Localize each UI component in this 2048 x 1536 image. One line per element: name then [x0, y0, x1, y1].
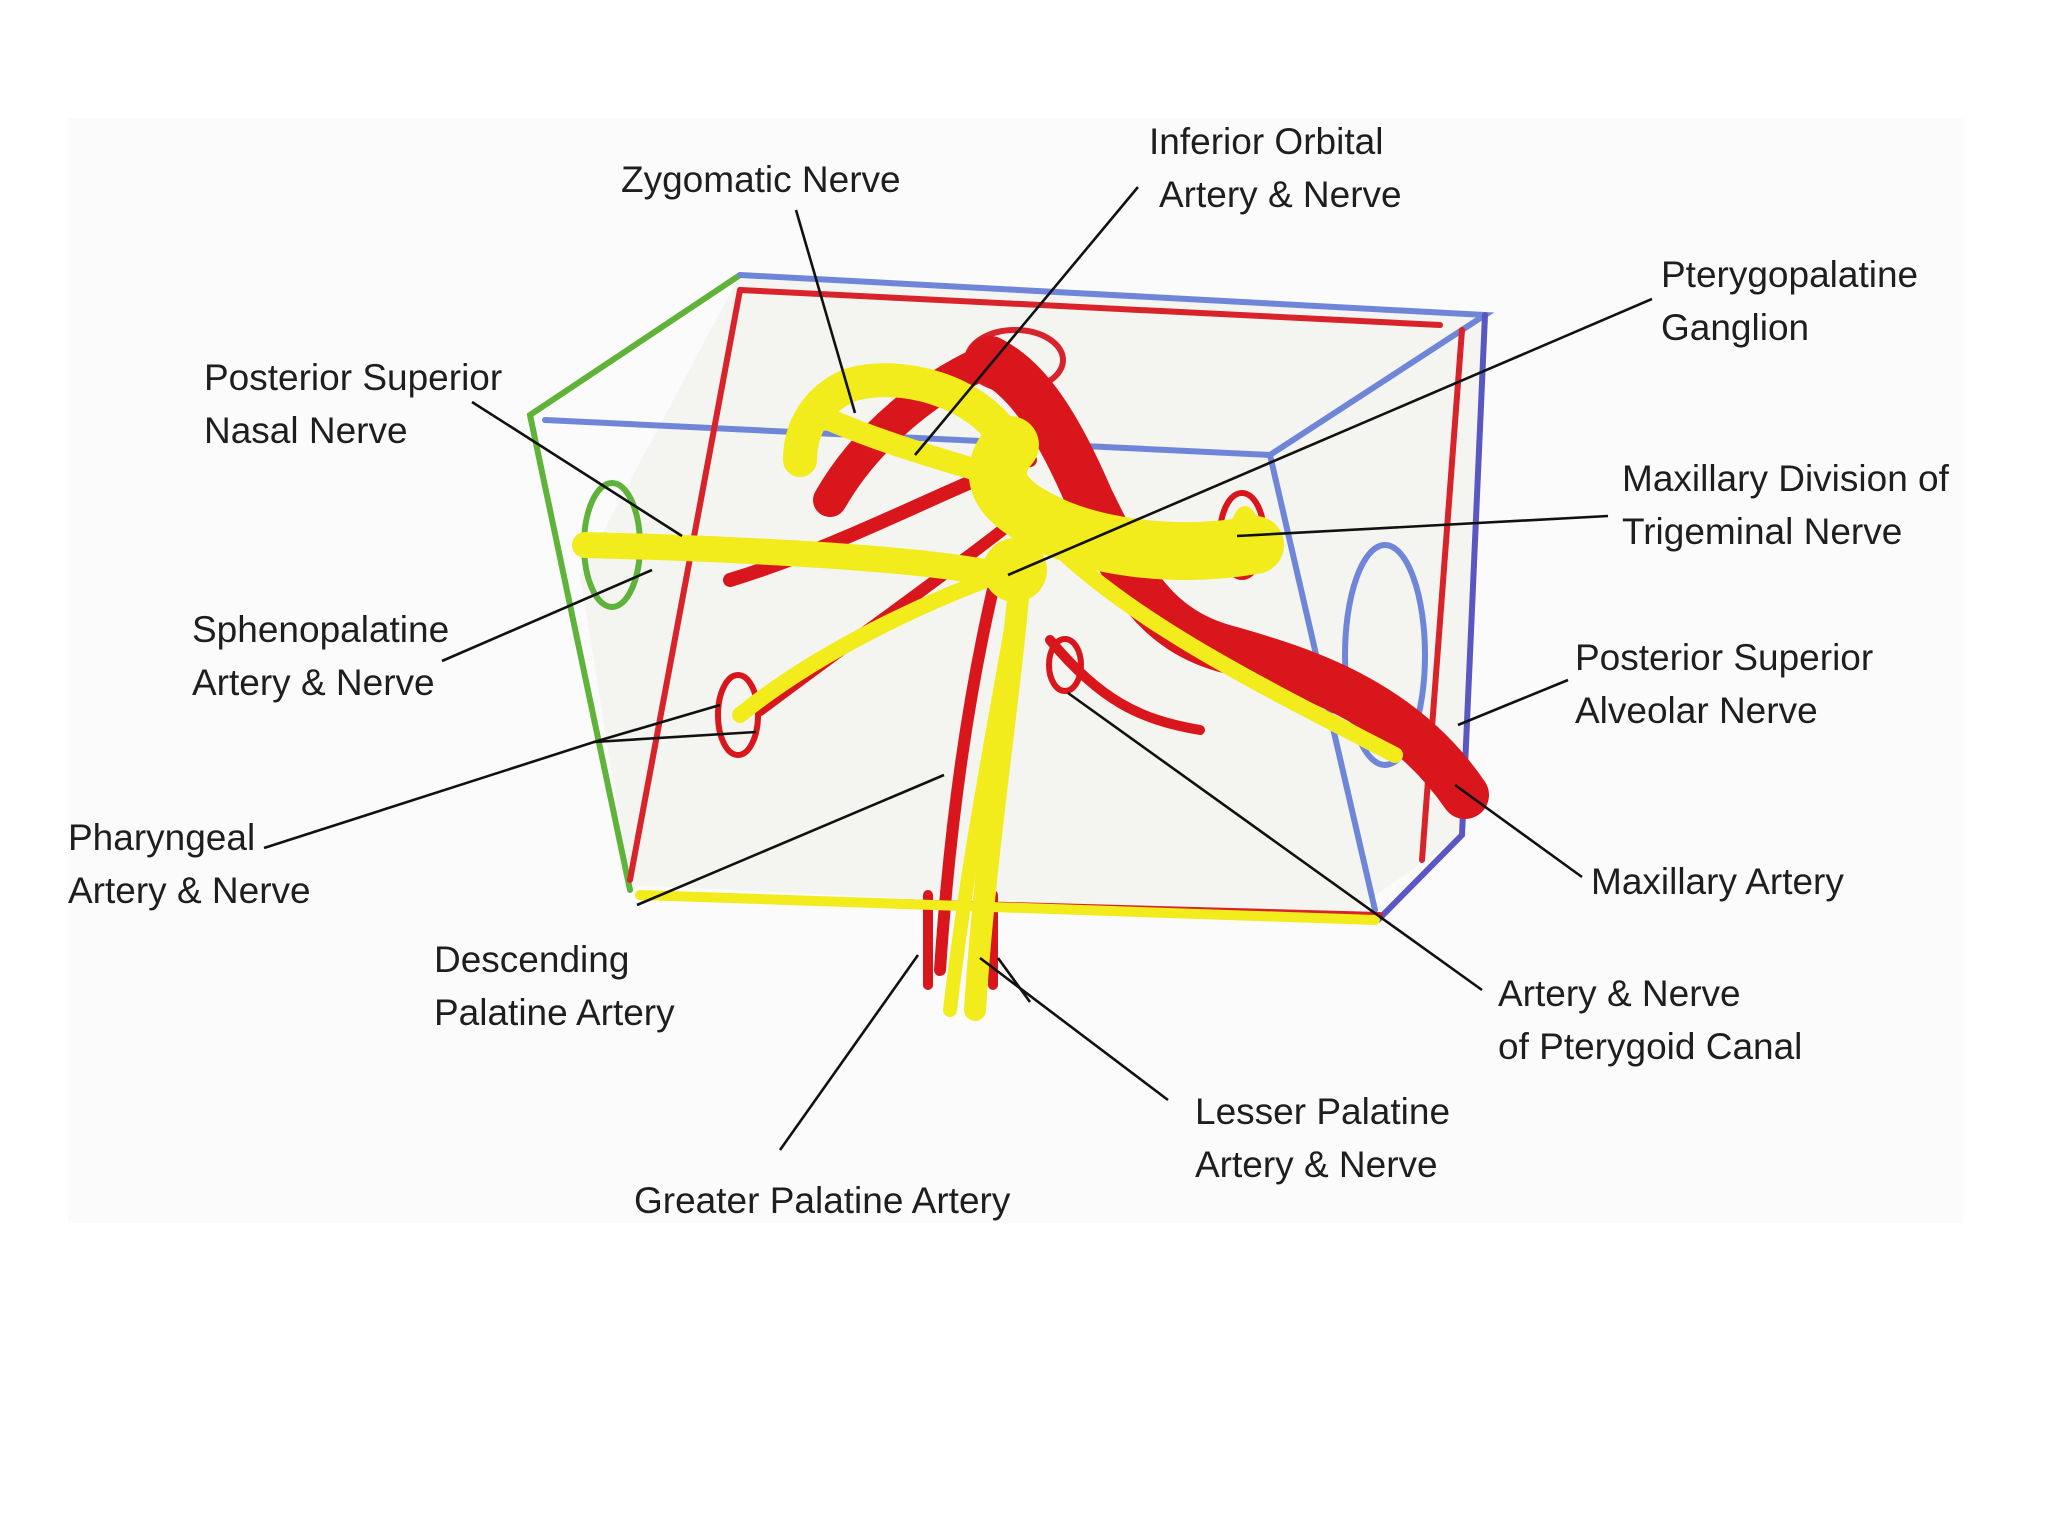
- leader-pterygoid-canal: [1067, 691, 1483, 992]
- leader-greater-palatine: [778, 954, 920, 1151]
- label-line: Artery & Nerve: [68, 870, 311, 911]
- label-line: of Pterygoid Canal: [1498, 1026, 1803, 1067]
- leader-posterior-superior-alveolar: [1457, 678, 1569, 727]
- label-posterior-superior-alveolar: Posterior Superior Alveolar Nerve: [1575, 631, 1873, 737]
- label-line: Inferior Orbital: [1149, 121, 1384, 162]
- label-sphenopalatine: Sphenopalatine Artery & Nerve: [192, 603, 449, 709]
- leader-descending-palatine: [636, 773, 945, 907]
- label-line: Alveolar Nerve: [1575, 690, 1818, 731]
- label-pterygoid-canal: Artery & Nerve of Pterygoid Canal: [1498, 967, 1802, 1073]
- box-right-face: [1375, 312, 1488, 923]
- leader-inferior-orbital: [914, 186, 1139, 456]
- label-line: Artery & Nerve: [1195, 1144, 1438, 1185]
- leader-lesser-palatine-branch: [996, 957, 1032, 1003]
- label-line: Nasal Nerve: [204, 410, 408, 451]
- label-pharyngeal: Pharyngeal Artery & Nerve: [68, 811, 311, 917]
- label-pterygopalatine-ganglion: Pterygopalatine Ganglion: [1661, 248, 1918, 354]
- label-line: Trigeminal Nerve: [1622, 511, 1903, 552]
- label-greater-palatine: Greater Palatine Artery: [634, 1174, 1010, 1227]
- label-posterior-superior-nasal: Posterior Superior Nasal Nerve: [204, 351, 502, 457]
- label-line: Sphenopalatine: [192, 609, 450, 650]
- label-line: Maxillary Artery: [1591, 861, 1844, 902]
- label-inferior-orbital: Inferior Orbital Artery & Nerve: [1149, 115, 1402, 221]
- label-maxillary-artery: Maxillary Artery: [1591, 855, 1844, 908]
- leader-posterior-superior-nasal: [471, 400, 683, 538]
- leader-lesser-palatine: [979, 956, 1169, 1102]
- leader-maxillary-artery: [1454, 783, 1583, 879]
- label-line: Posterior Superior: [1575, 637, 1874, 678]
- label-line: Greater Palatine Artery: [634, 1180, 1011, 1221]
- leader-sphenopalatine: [441, 568, 653, 663]
- label-line: Artery & Nerve: [1159, 174, 1402, 215]
- nerves-drawing: [572, 363, 1403, 1021]
- label-descending-palatine: Descending Palatine Artery: [434, 933, 675, 1039]
- label-maxillary-division: Maxillary Division of Trigeminal Nerve: [1622, 452, 1949, 558]
- label-line: Maxillary Division of: [1622, 458, 1949, 499]
- label-zygomatic-nerve: Zygomatic Nerve: [621, 153, 901, 206]
- label-line: Descending: [434, 939, 630, 980]
- label-line: Pharyngeal: [68, 817, 256, 858]
- label-line: Ganglion: [1661, 307, 1810, 348]
- label-line: Artery & Nerve: [1498, 973, 1741, 1014]
- label-line: Palatine Artery: [434, 992, 675, 1033]
- label-lesser-palatine: Lesser Palatine Artery & Nerve: [1195, 1085, 1450, 1191]
- leader-zygomatic: [794, 209, 857, 414]
- label-line: Pterygopalatine: [1661, 254, 1919, 295]
- label-line: Artery & Nerve: [192, 662, 435, 703]
- label-line: Zygomatic Nerve: [621, 159, 901, 200]
- leader-maxillary-division: [1236, 514, 1609, 538]
- leader-pterygopalatine-ganglion: [1007, 297, 1653, 577]
- leader-lines: [263, 186, 1653, 1151]
- leader-pharyngeal-branch: [593, 730, 757, 744]
- label-line: Posterior Superior: [204, 357, 503, 398]
- label-line: Lesser Palatine: [1195, 1091, 1451, 1132]
